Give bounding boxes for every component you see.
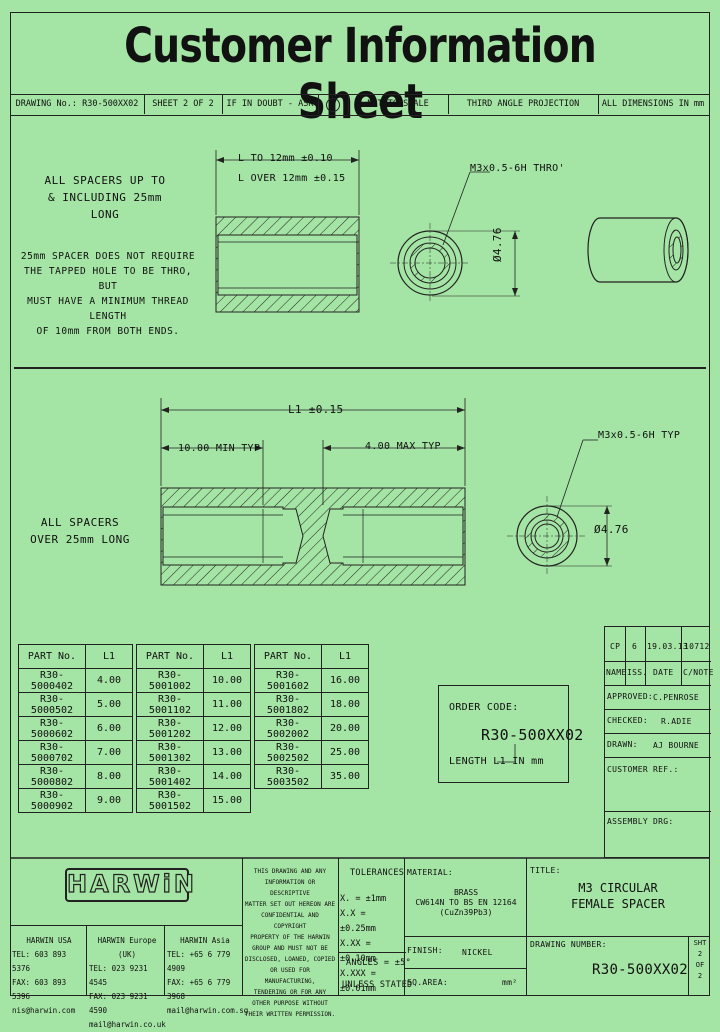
bottom-dim-l1: L1 ±0.15 xyxy=(288,403,344,416)
bottom-dim-max: 4.00 MAX TYP xyxy=(365,441,441,452)
drawing-number-label: DRAWING NUMBER: xyxy=(530,940,607,949)
header-doubt: IF IN DOUBT - ASK xyxy=(222,95,319,114)
angles-tolerance: ANGLES = ±5° xyxy=(346,958,412,968)
title-label: TITLE: xyxy=(530,866,561,875)
top-side-view xyxy=(215,150,360,313)
order-code-value: R30-500XX02 xyxy=(481,726,584,744)
header-sheet: SHEET 2 OF 2 xyxy=(144,95,223,114)
bottom-thread-label: M3x0.5-6H TYP xyxy=(598,430,681,441)
finish-value: NICKEL xyxy=(462,948,493,957)
header-projection: THIRD ANGLE PROJECTION xyxy=(448,95,599,114)
header-drawing-no: DRAWING No.: R30-500XX02 xyxy=(10,95,145,114)
revision-block: CP 6 19.03.13 10712 NAME ISS. DATE C/NOT… xyxy=(604,626,713,858)
order-code-box: ORDER CODE: R30-500XX02 LENGTH L1 IN mm xyxy=(438,685,583,783)
top-iso-view xyxy=(587,217,689,283)
bottom-end-view xyxy=(507,439,612,576)
customer-ref-label: CUSTOMER REF.: xyxy=(607,765,679,774)
unless-stated: UNLESS STATED xyxy=(342,980,413,990)
top-note-1: ALL SPACERS UP TO& INCLUDING 25mm LONG xyxy=(44,174,166,221)
drawn-label: DRAWN: xyxy=(607,740,638,749)
header-scale: NOT TO SCALE xyxy=(348,95,449,114)
assembly-drg-label: ASSEMBLY DRG: xyxy=(607,817,674,826)
tolerances-label: TOLERANCES xyxy=(350,868,405,878)
bottom-diameter-label: Ø4.76 xyxy=(594,523,629,536)
page-title: Customer Information Sheet xyxy=(124,18,597,130)
harwin-logo: HARWiN xyxy=(65,868,195,902)
top-dim-l2: L OVER 12mm ±0.15 xyxy=(238,173,346,184)
checked-label: CHECKED: xyxy=(607,716,648,725)
top-thread-label: M3x0.5-6H THRO' xyxy=(470,163,565,174)
sq-area-value: mm² xyxy=(502,978,518,987)
drawing-frame xyxy=(10,12,710,996)
copyright-icon: C xyxy=(318,95,349,114)
drawn-by: AJ BOURNE xyxy=(653,741,700,750)
drawing-number-value: R30-500XX02 xyxy=(592,962,689,978)
approved-by: C.PENROSE xyxy=(653,693,700,702)
bottom-side-view xyxy=(160,398,466,586)
order-code-length: LENGTH L1 IN mm xyxy=(449,756,544,767)
bottom-dim-min: 10.00 MIN TYP xyxy=(178,443,261,454)
sq-area-label: SQ.AREA: xyxy=(407,978,448,987)
header-strip: DRAWING No.: R30-500XX02 SHEET 2 OF 2 IF… xyxy=(10,94,710,116)
top-diameter-label: Ø4.76 xyxy=(491,227,504,262)
top-dim-l1: L TO 12mm ±0.10 xyxy=(238,153,333,164)
header-dims: ALL DIMENSIONS IN mm xyxy=(601,99,705,109)
top-end-view xyxy=(390,171,520,303)
order-code-label: ORDER CODE: xyxy=(449,702,519,713)
finish-label: FINISH: xyxy=(407,946,443,955)
material-label: MATERIAL: xyxy=(407,868,454,877)
approved-label: APPROVED: xyxy=(607,692,654,701)
checked-by: R.ADIE xyxy=(661,717,692,726)
